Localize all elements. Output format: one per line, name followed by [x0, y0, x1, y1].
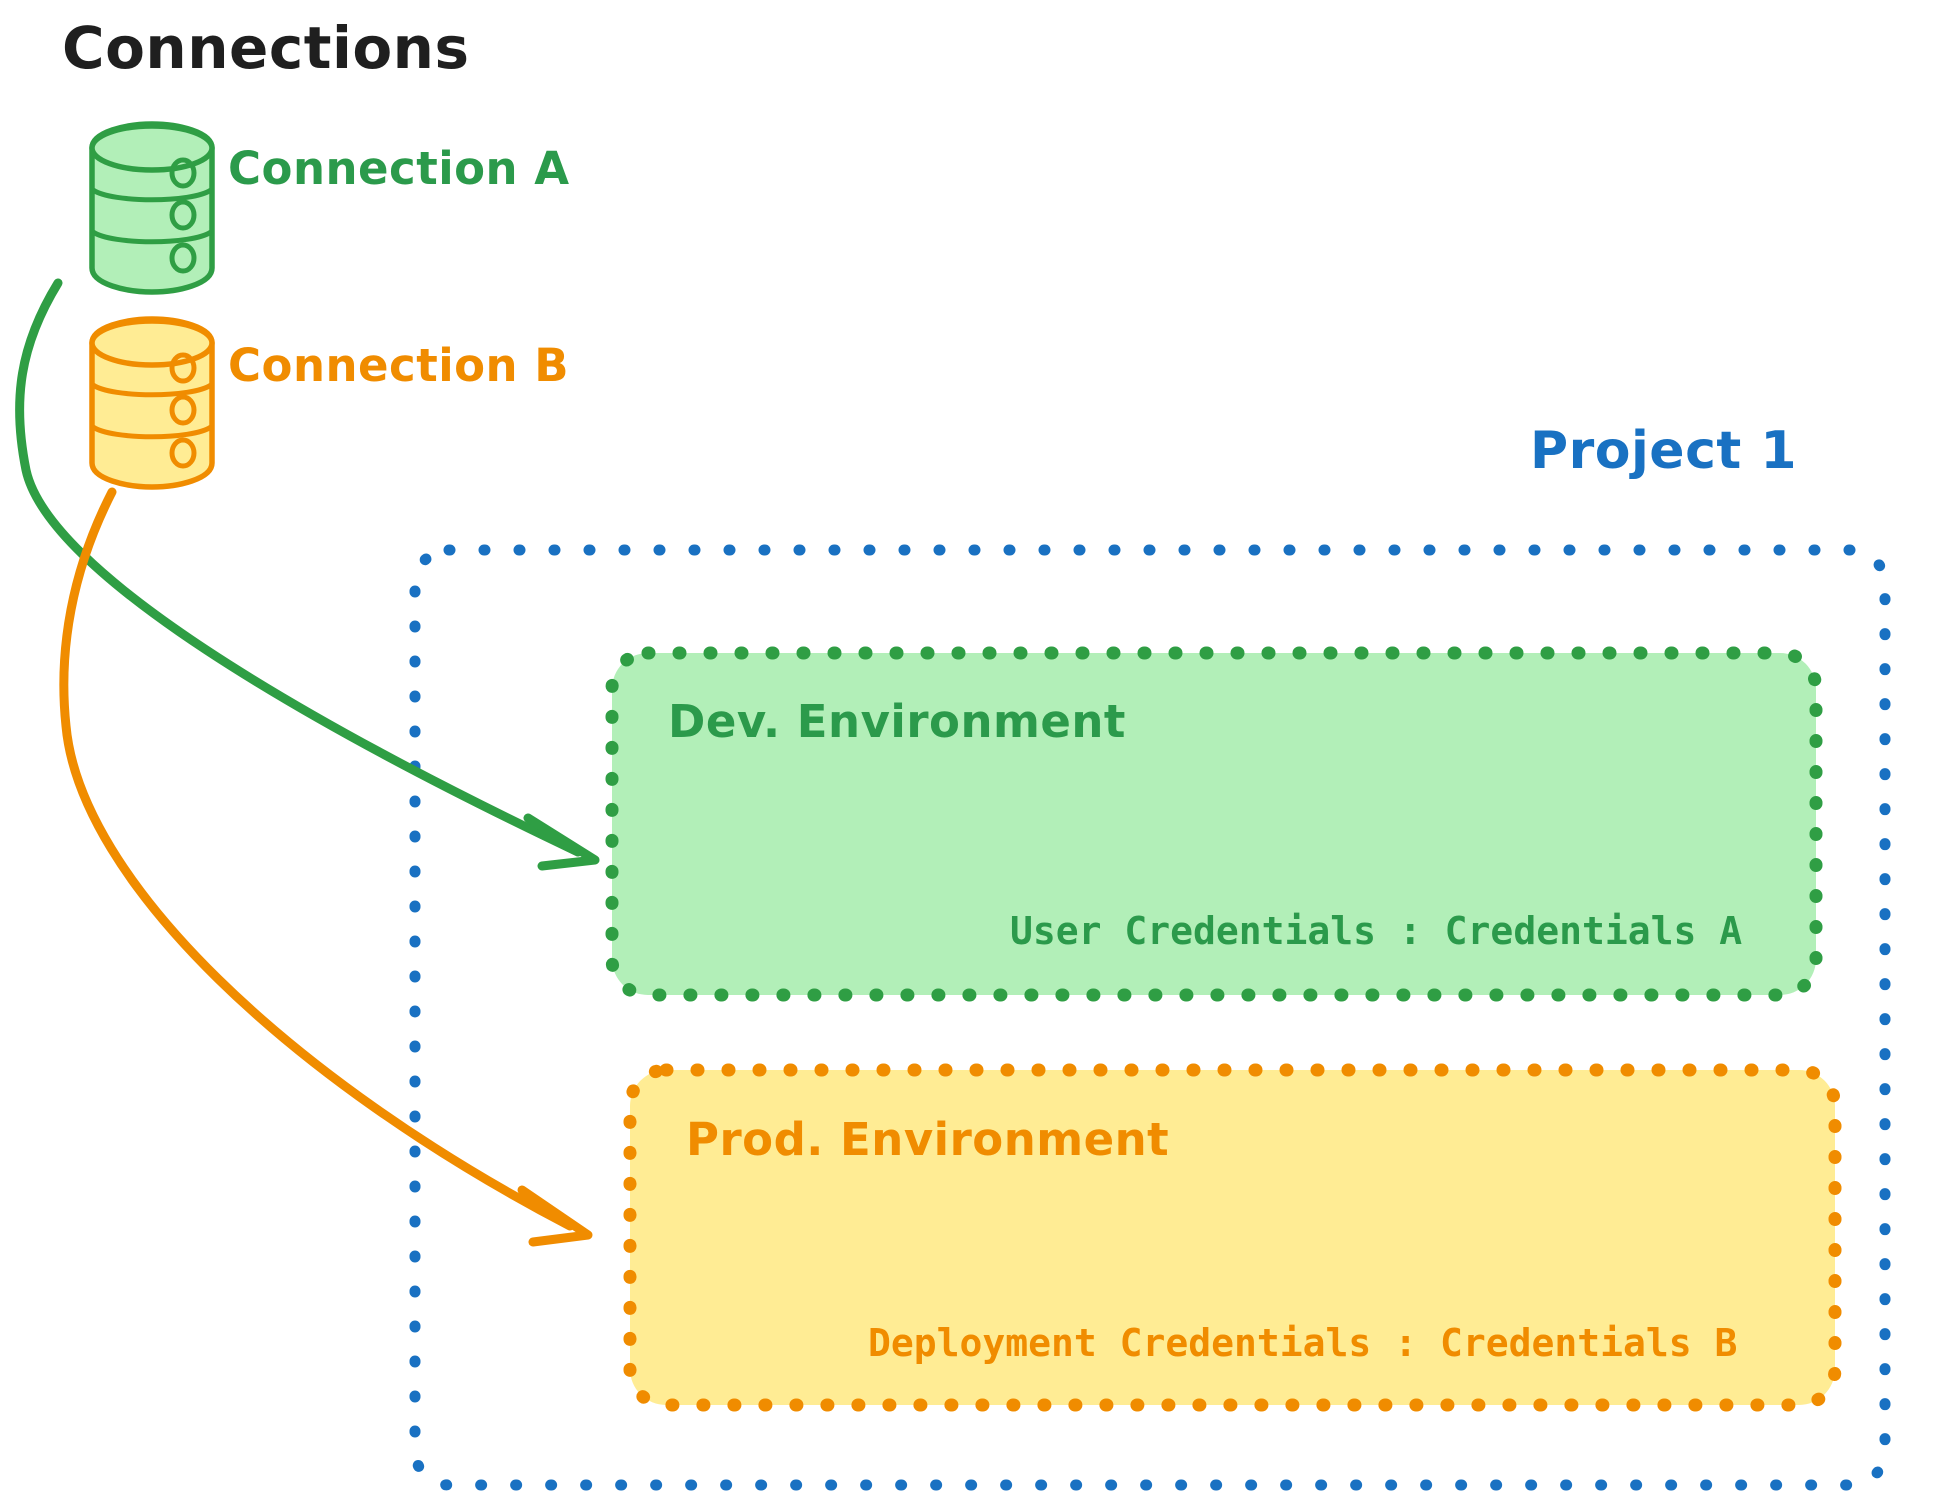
project-title: Project 1 — [1530, 421, 1798, 481]
page-title: Connections — [62, 14, 470, 82]
database-cylinder-icon[interactable] — [89, 121, 215, 295]
dev-environment-box[interactable] — [605, 646, 1823, 1002]
prod-environment-title: Prod. Environment — [686, 1113, 1170, 1166]
prod-environment-box[interactable] — [623, 1063, 1842, 1412]
prod-credentials-text: Deployment Credentials : Credentials B — [868, 1321, 1738, 1365]
dev-credentials-text: User Credentials : Credentials A — [1010, 909, 1743, 953]
connection-a-label[interactable]: Connection A — [228, 142, 570, 195]
database-cylinder-icon[interactable] — [89, 316, 215, 490]
arrow-connection-a-to-dev — [15, 278, 600, 871]
dev-environment-title: Dev. Environment — [668, 695, 1126, 748]
arrow-connection-b-to-prod — [59, 487, 593, 1247]
project-boundary — [409, 544, 1891, 1491]
connection-b-label[interactable]: Connection B — [228, 339, 570, 392]
